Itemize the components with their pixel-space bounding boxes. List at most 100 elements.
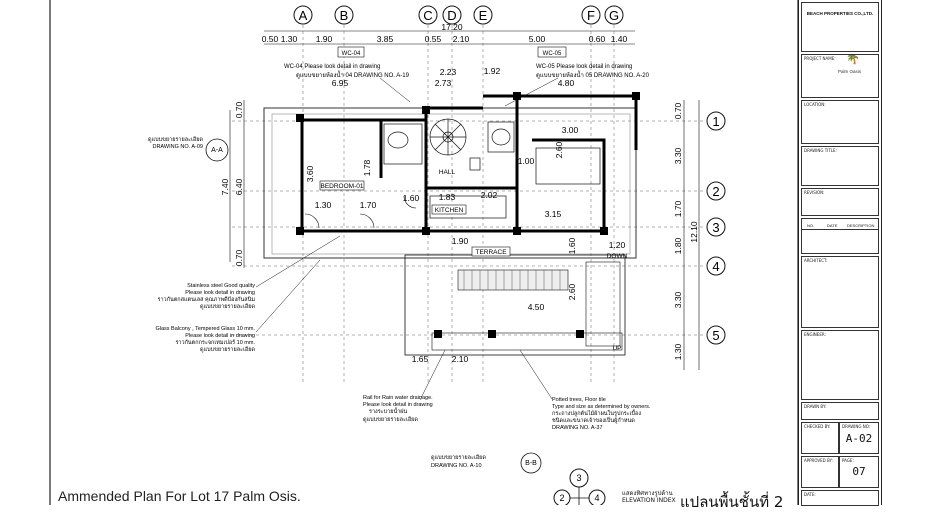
svg-text:0.70: 0.70 — [673, 102, 683, 119]
location-box: LOCATION: — [801, 100, 879, 144]
svg-text:5: 5 — [712, 328, 719, 343]
svg-text:ราวกันตกกระจกเทมเปอร์ 10 mm.: ราวกันตกกระจกเทมเปอร์ 10 mm. — [175, 339, 255, 346]
svg-text:WC-05: WC-05 — [543, 51, 562, 57]
svg-text:3.30: 3.30 — [673, 147, 683, 164]
project-name-box: PROJECT NAME: Palm Oasis 🌴 — [801, 54, 879, 98]
company-box: BEACH PROPERTIES CO.,LTD. — [801, 2, 879, 52]
svg-text:KITCHEN: KITCHEN — [435, 207, 464, 214]
revision-label: REVISION: — [804, 190, 825, 195]
date-label: DATE: — [804, 492, 816, 497]
svg-text:Glass Balcony , Tempered Glass: Glass Balcony , Tempered Glass 10 mm. — [155, 326, 255, 332]
date-box: DATE: — [801, 490, 879, 506]
drawn-by-label: DRAWN BY: — [804, 404, 827, 409]
svg-text:5.00: 5.00 — [529, 34, 546, 44]
svg-text:1.30: 1.30 — [673, 343, 683, 360]
svg-text:UP: UP — [612, 345, 621, 352]
svg-text:17.20: 17.20 — [441, 22, 463, 32]
svg-text:Please look detail in drawing: Please look detail in drawing — [185, 333, 255, 339]
svg-text:B: B — [340, 8, 349, 23]
svg-text:6.40: 6.40 — [234, 178, 244, 195]
revision-box: REVISION: — [801, 188, 879, 216]
approved-by-label: APPROVED BY: — [804, 458, 833, 463]
svg-text:4: 4 — [712, 259, 719, 274]
svg-text:B-B: B-B — [525, 460, 537, 467]
spiral-staircase — [429, 118, 467, 156]
svg-text:4: 4 — [594, 493, 599, 503]
svg-text:ดูแบบขยายรายละเอียด: ดูแบบขยายรายละเอียด — [431, 454, 486, 461]
svg-text:1.30: 1.30 — [315, 200, 332, 210]
svg-text:2.10: 2.10 — [453, 34, 470, 44]
elevation-index-label: แสดงทิศทางรูปด้าน ELEVATION INDEX — [622, 490, 676, 504]
svg-text:1.60: 1.60 — [403, 193, 420, 203]
drawing-no-label: DRAWING NO: — [842, 424, 871, 429]
svg-text:DRAWING NO. A-37: DRAWING NO. A-37 — [552, 425, 603, 431]
rev-col-description: DESCRIPTION — [847, 223, 875, 228]
svg-text:2.23: 2.23 — [440, 67, 457, 77]
top-dimensions: 0.50 1.30 1.90 3.85 0.55 2.10 5.00 0.60 … — [262, 22, 635, 45]
grid-row-bubbles: 1 2 3 4 5 — [706, 111, 726, 345]
svg-text:1.92: 1.92 — [484, 66, 501, 76]
drawing-number: A-02 — [845, 432, 873, 445]
svg-text:A-A: A-A — [211, 147, 223, 154]
svg-text:2: 2 — [712, 184, 719, 199]
svg-text:HALL: HALL — [439, 169, 456, 176]
svg-text:TERRACE: TERRACE — [475, 249, 507, 256]
svg-text:กระถางปลูกต้นไม้ผ้าผนในรูปกระเ: กระถางปลูกต้นไม้ผ้าผนในรูปกระเบื้อง — [552, 409, 641, 417]
rev-col-no: NO. — [807, 223, 815, 228]
svg-text:1.78: 1.78 — [362, 159, 372, 176]
elevation-index-english: ELEVATION INDEX — [622, 497, 676, 504]
svg-text:1.83: 1.83 — [439, 192, 456, 202]
svg-text:A: A — [299, 8, 308, 23]
svg-text:2.02: 2.02 — [481, 190, 498, 200]
svg-text:D: D — [447, 8, 456, 23]
page-box: PAGE: 07 — [839, 456, 879, 488]
engineer-label: ENGINEER: — [804, 332, 826, 337]
svg-text:ดูแบบขยายรายละเอียด: ดูแบบขยายรายละเอียด — [200, 346, 255, 353]
right-dimensions: 0.70 3.30 1.70 1.80 3.30 1.30 12.10 — [673, 100, 700, 370]
svg-text:1.70: 1.70 — [673, 200, 683, 217]
svg-text:1.00: 1.00 — [518, 156, 535, 166]
svg-text:2.60: 2.60 — [554, 141, 564, 158]
architect-label: ARCHITECT: — [804, 258, 828, 263]
bottom-callouts: Rail for Rain water drainage. Please loo… — [363, 349, 651, 474]
svg-text:0.70: 0.70 — [234, 249, 244, 266]
svg-text:ดูแบบขยายรายละเอียด: ดูแบบขยายรายละเอียด — [200, 303, 255, 310]
elevation-index-thai: แสดงทิศทางรูปด้าน — [622, 490, 673, 497]
svg-text:2.73: 2.73 — [435, 78, 452, 88]
svg-text:1.90: 1.90 — [452, 236, 469, 246]
svg-text:1.80: 1.80 — [673, 237, 683, 254]
walls — [300, 94, 638, 233]
elevation-index-symbol: 3 2 4 — [553, 468, 606, 505]
svg-text:ดูแบบขยายห้องน้ำ 04 DRAWING NO: ดูแบบขยายห้องน้ำ 04 DRAWING NO. A-19 — [296, 69, 410, 79]
svg-text:1.20: 1.20 — [609, 240, 626, 250]
svg-text:1.30: 1.30 — [281, 34, 298, 44]
svg-text:1.65: 1.65 — [412, 354, 429, 364]
terrace — [404, 254, 626, 356]
page-label: PAGE: — [842, 458, 854, 463]
interior-dimensions: 6.95 2.23 2.73 1.92 4.80 3.00 2.60 1.00 … — [305, 66, 626, 364]
svg-text:ดูแบบขยายรายละเอียด: ดูแบบขยายรายละเอียด — [363, 416, 418, 423]
svg-text:ราวกันตกสแตนเลส คุณภาพดีป้องกั: ราวกันตกสแตนเลส คุณภาพดีป้องกันสนิม — [158, 296, 256, 303]
left-dimensions: 0.70 7.40 6.40 0.70 — [220, 100, 245, 268]
page-number: 07 — [852, 465, 866, 478]
svg-text:3.15: 3.15 — [545, 209, 562, 219]
svg-text:1: 1 — [712, 114, 719, 129]
palm-logo-icon: 🌴 — [846, 54, 860, 65]
grid-column-bubbles: A B C D E F G — [293, 5, 624, 25]
checked-by-label: CHECKED BY: — [804, 424, 831, 429]
svg-text:DOWN: DOWN — [607, 253, 628, 260]
svg-text:WC-05 Please look detail in dr: WC-05 Please look detail in drawing — [536, 64, 632, 70]
svg-text:0.55: 0.55 — [425, 34, 442, 44]
architect-box: ARCHITECT: — [801, 256, 879, 328]
title-block: BEACH PROPERTIES CO.,LTD. PROJECT NAME: … — [798, 0, 882, 506]
rev-col-date: DATE — [827, 223, 838, 228]
svg-text:3.60: 3.60 — [305, 165, 315, 182]
drawn-by-box: DRAWN BY: — [801, 402, 879, 420]
svg-text:2.10: 2.10 — [452, 354, 469, 364]
approved-by-box: APPROVED BY: — [801, 456, 839, 488]
svg-text:1.90: 1.90 — [316, 34, 333, 44]
svg-text:E: E — [479, 8, 488, 23]
company-name: BEACH PROPERTIES CO.,LTD. — [806, 11, 874, 16]
svg-text:1.40: 1.40 — [611, 34, 628, 44]
